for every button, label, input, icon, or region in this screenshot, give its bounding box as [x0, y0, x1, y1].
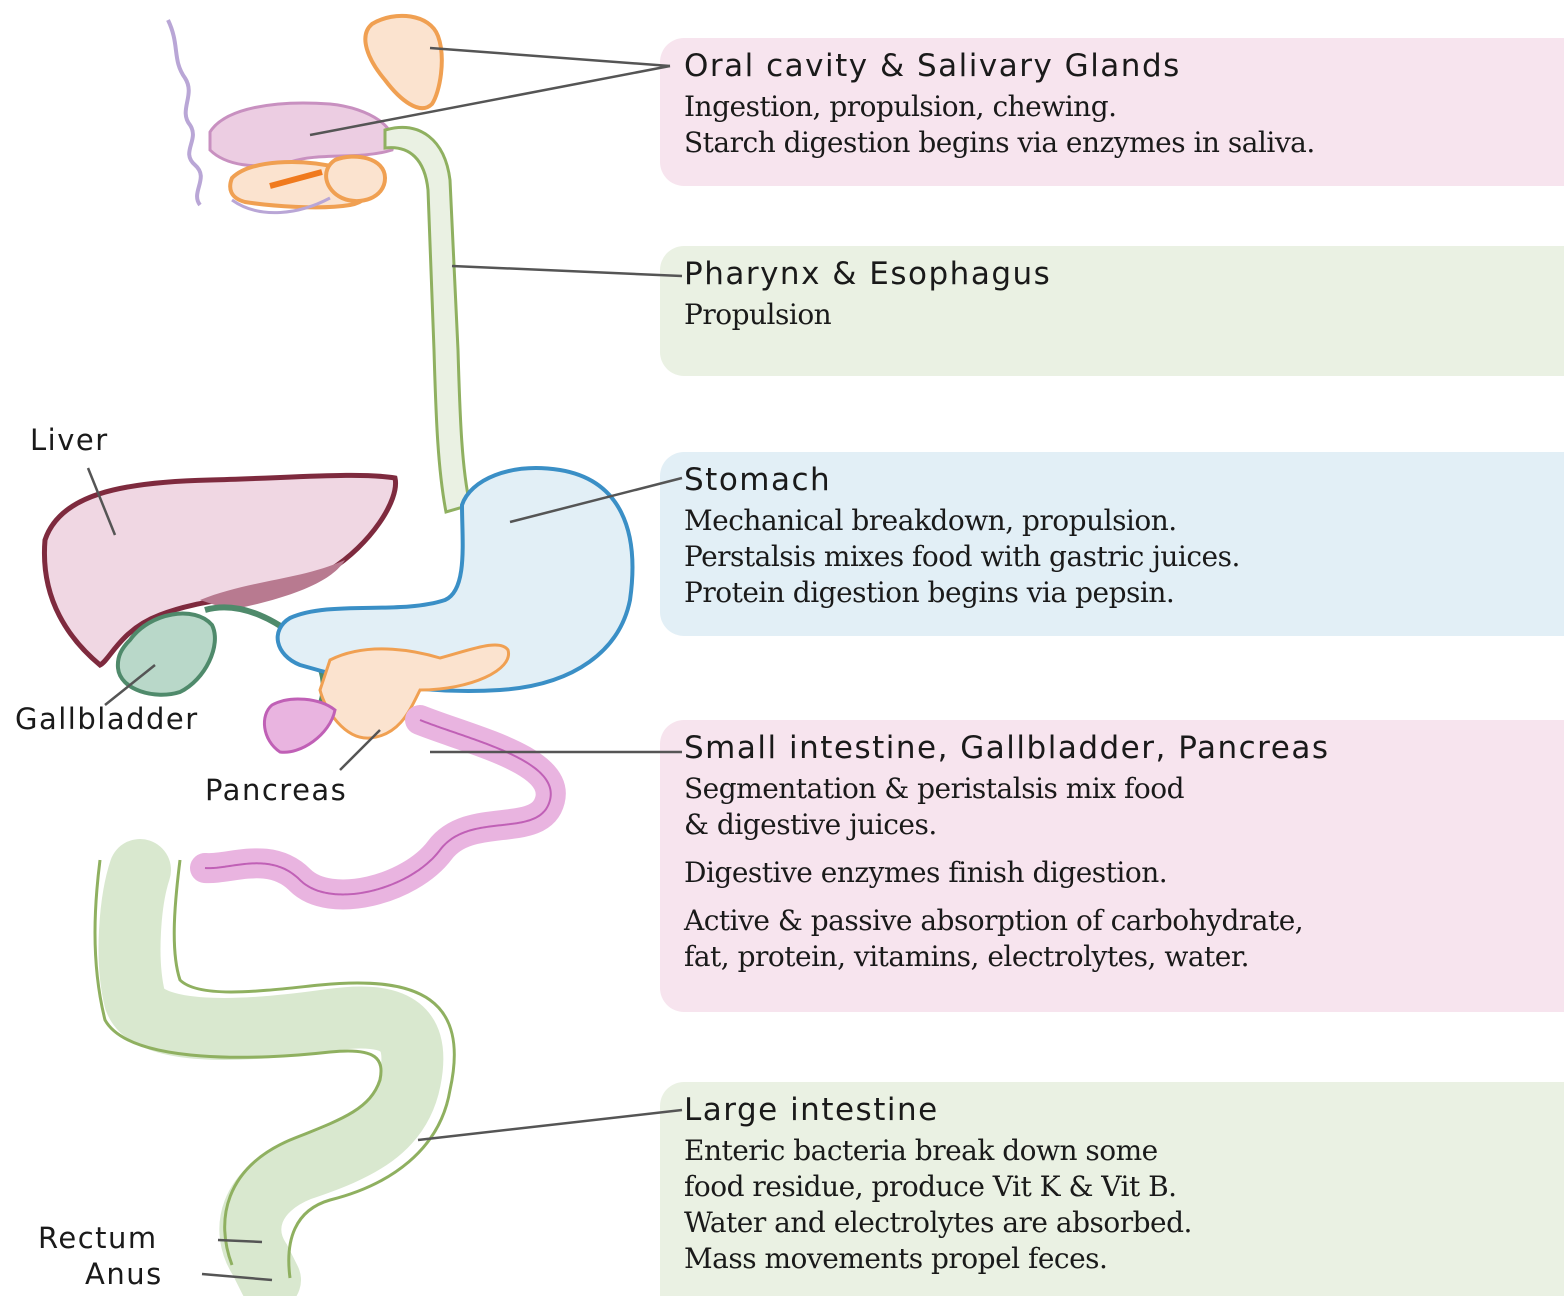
gallbladder-label: Gallbladder: [15, 705, 199, 734]
box-line: Digestive enzymes finish digestion.: [684, 855, 1564, 891]
rectum-label: Rectum: [38, 1224, 158, 1253]
box-line: Protein digestion begins via pepsin.: [684, 575, 1564, 611]
connector-pharynx: [452, 266, 682, 276]
connector-oral-cavity: [310, 66, 670, 135]
submandibular-gland: [326, 157, 385, 201]
connector-large-intestine: [418, 1110, 682, 1140]
box-line: Mass movements propel feces.: [684, 1241, 1564, 1277]
box-line: Water and electrolytes are absorbed.: [684, 1205, 1564, 1241]
box-line: Mechanical breakdown, propulsion.: [684, 503, 1564, 539]
pancreas-label: Pancreas: [205, 776, 347, 805]
large-intestine: [130, 870, 413, 1280]
anus-label: Anus: [85, 1260, 163, 1289]
box-line: Active & passive absorption of carbohydr…: [684, 903, 1564, 939]
box-line: food residue, produce Vit K & Vit B.: [684, 1169, 1564, 1205]
small-intestine: [205, 720, 551, 894]
box-title: Large intestine: [684, 1092, 1564, 1129]
small-intestine-box: Small intestine, Gallbladder, Pancreas S…: [660, 720, 1564, 974]
box-title: Stomach: [684, 462, 1564, 499]
box-title: Pharynx & Esophagus: [684, 256, 1564, 293]
parotid-gland: [365, 16, 441, 108]
box-line: Segmentation & peristalsis mix food: [684, 771, 1564, 807]
box-line: Propulsion: [684, 297, 1564, 333]
stomach-box: Stomach Mechanical breakdown, propulsion…: [660, 452, 1564, 611]
box-line: Perstalsis mixes food with gastric juice…: [684, 539, 1564, 575]
duodenum: [264, 699, 335, 752]
box-line: Ingestion, propulsion, chewing.: [684, 89, 1564, 125]
box-title: Small intestine, Gallbladder, Pancreas: [684, 730, 1564, 767]
box-line: & digestive juices.: [684, 807, 1564, 843]
box-line: Enteric bacteria break down some: [684, 1133, 1564, 1169]
esophagus: [385, 127, 470, 512]
connector-oral-gland: [430, 48, 670, 66]
large-intestine-box: Large intestine Enteric bacteria break d…: [660, 1082, 1564, 1277]
face-outline: [168, 20, 201, 205]
oral-cavity-box: Oral cavity & Salivary Glands Ingestion,…: [660, 38, 1564, 161]
liver-label: Liver: [30, 426, 109, 455]
box-title: Oral cavity & Salivary Glands: [684, 48, 1564, 85]
box-line: Starch digestion begins via enzymes in s…: [684, 125, 1564, 161]
box-line: fat, protein, vitamins, electrolytes, wa…: [684, 939, 1564, 975]
pharynx-esophagus-box: Pharynx & Esophagus Propulsion: [660, 246, 1564, 333]
